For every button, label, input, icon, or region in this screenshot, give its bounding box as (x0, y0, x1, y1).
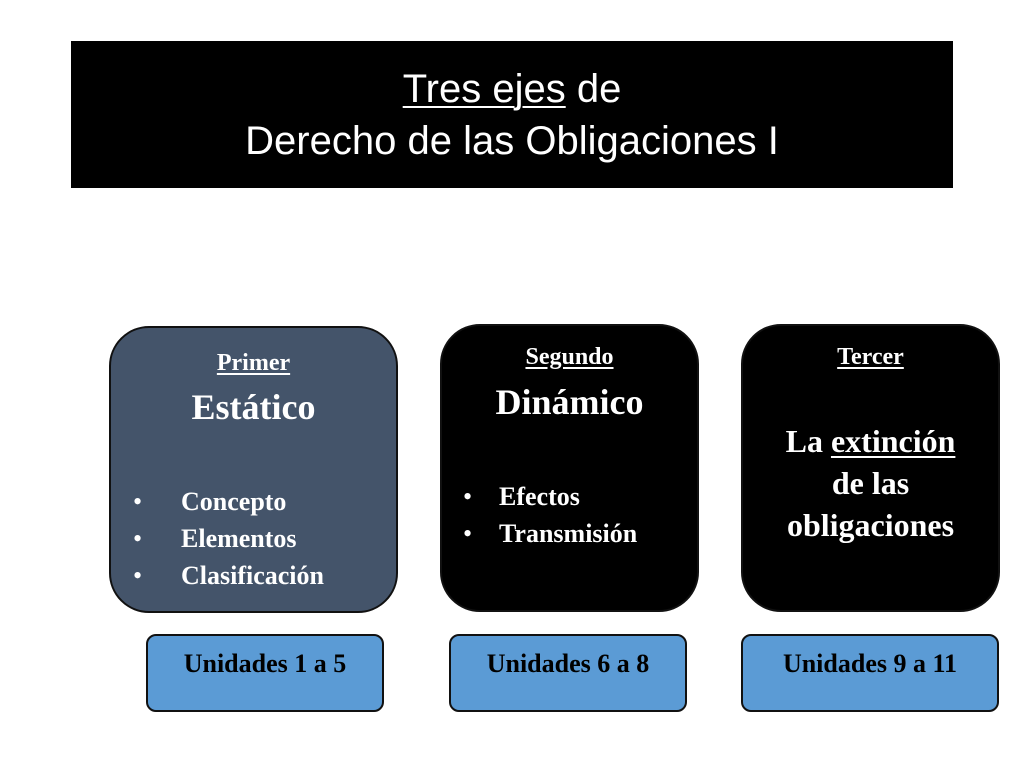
axis-name-line-1: La extinción (743, 420, 998, 462)
list-item: • Clasificación (133, 557, 324, 594)
title-line-2: Derecho de las Obligaciones I (245, 118, 779, 163)
axis-topic-list: • Concepto • Elementos • Clasificación (133, 483, 324, 594)
list-item-label: Elementos (181, 524, 297, 553)
axis-name-underlined: extinción (830, 423, 956, 459)
axis-card-static: Primer Estático • Concepto • Elementos • Cl… (109, 326, 398, 613)
list-item: • Efectos (463, 478, 637, 515)
axis-ordinal: Tercer (837, 344, 904, 370)
list-item-label: Concepto (181, 487, 287, 516)
title-line-1-rest: de (565, 66, 622, 111)
axis-ordinal: Primer (216, 350, 291, 376)
list-item: • Concepto (133, 483, 324, 520)
bullet-icon: • (463, 519, 473, 548)
list-item: • Transmisión (463, 515, 638, 552)
list-item-label: Efectos (499, 482, 580, 511)
unit-box-1: Unidades 1 a 5 (146, 634, 384, 712)
axis-card-extinction: Tercer La extinción de las obligaciones (741, 324, 1000, 612)
list-item: • Elementos (133, 520, 324, 557)
axis-name: Estático (191, 387, 316, 427)
list-item-label: Clasificación (181, 561, 324, 590)
title-line-1: Tres ejes de (403, 63, 622, 115)
axis-name: Dinámico (495, 382, 644, 422)
axis-name-line-2: de las (831, 465, 910, 501)
unit-box-2: Unidades 6 a 8 (449, 634, 687, 712)
axis-name-line-3: obligaciones (786, 507, 955, 543)
axis-ordinal: Segundo (525, 344, 614, 370)
bullet-icon: • (133, 561, 143, 590)
axis-name-prefix: La (785, 423, 831, 459)
unit-box-3: Unidades 9 a 11 (741, 634, 999, 712)
slide-title: Tres ejes de Derecho de las Obligaciones… (71, 41, 953, 188)
bullet-icon: • (133, 487, 143, 516)
axis-card-dynamic: Segundo Dinámico • Efectos • Transmisión (440, 324, 699, 612)
list-item-label: Transmisión (499, 519, 638, 548)
axis-name: La extinción de las obligaciones (743, 420, 998, 546)
axis-topic-list: • Efectos • Transmisión (463, 478, 638, 552)
bullet-icon: • (133, 524, 143, 553)
title-underlined-text: Tres ejes (402, 66, 566, 111)
bullet-icon: • (463, 482, 473, 511)
